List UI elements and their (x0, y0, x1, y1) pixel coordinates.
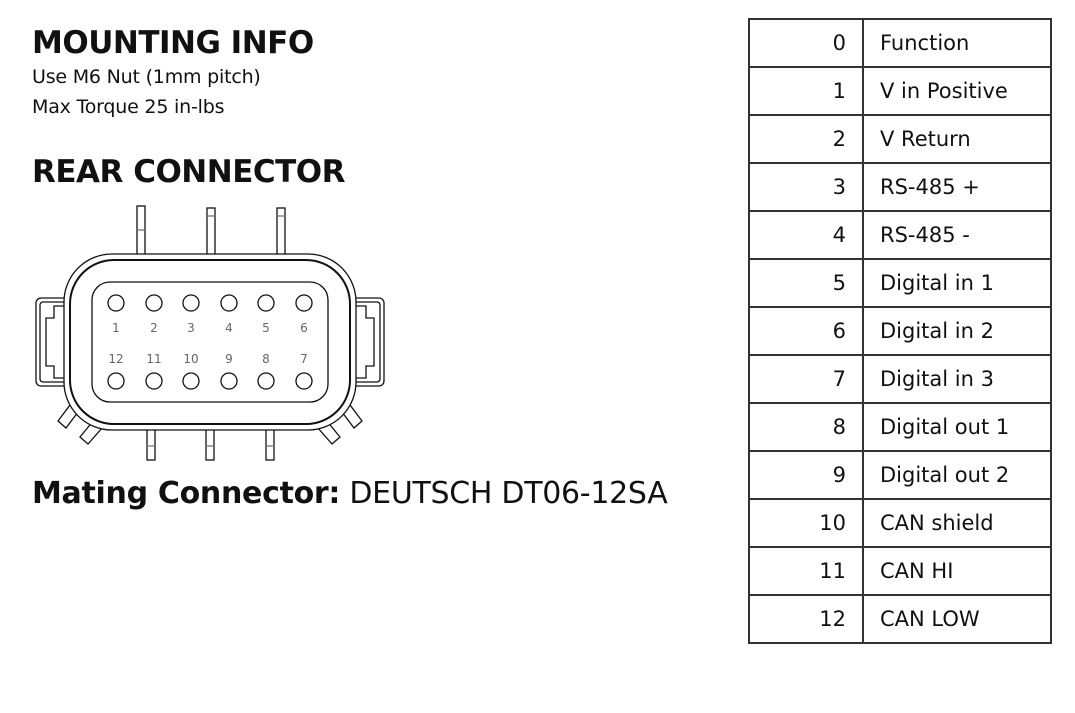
pin-row-top: 1 2 3 4 5 6 (107, 294, 313, 335)
pin-function-cell: V in Positive (862, 66, 1052, 116)
pin-socket (107, 294, 125, 312)
pin-socket (145, 372, 163, 390)
pin-label: 1 (112, 321, 120, 335)
mating-connector-line: Mating Connector: DEUTSCH DT06-12SA (32, 476, 668, 511)
pin-function-cell: CAN LOW (862, 594, 1052, 644)
pin-number-cell: 5 (748, 258, 864, 308)
pin-number-cell: 6 (748, 306, 864, 356)
pin-label: 5 (262, 321, 270, 335)
pin-function-cell: Digital in 2 (862, 306, 1052, 356)
pin-number-cell: 3 (748, 162, 864, 212)
pin-row-bottom: 12 11 10 9 8 7 (107, 352, 313, 390)
pin-socket (257, 372, 275, 390)
pin-number-cell: 4 (748, 210, 864, 260)
pin-number-cell: 7 (748, 354, 864, 404)
pin-socket (220, 294, 238, 312)
pin-function-cell: Function (862, 18, 1052, 68)
pin-function-cell: Digital out 1 (862, 402, 1052, 452)
pin-number-cell: 0 (748, 18, 864, 68)
pin-label: 11 (146, 352, 161, 366)
pin-label: 7 (300, 352, 308, 366)
pin-socket (295, 294, 313, 312)
pin-socket (182, 372, 200, 390)
pin-function-cell: CAN shield (862, 498, 1052, 548)
pin-number-cell: 11 (748, 546, 864, 596)
top-latch-tabs (136, 205, 286, 259)
mounting-info-title: MOUNTING INFO (32, 25, 314, 61)
pin-label: 2 (150, 321, 158, 335)
pin-socket (107, 372, 125, 390)
rear-connector-title: REAR CONNECTOR (32, 154, 346, 190)
pin-number-cell: 12 (748, 594, 864, 644)
pin-function-cell: CAN HI (862, 546, 1052, 596)
mating-connector-label: Mating Connector: (32, 476, 341, 511)
connector-face (91, 281, 329, 403)
pin-label: 10 (183, 352, 198, 366)
pin-label: 9 (225, 352, 233, 366)
pin-socket (182, 294, 200, 312)
pin-label: 3 (187, 321, 195, 335)
pin-function-cell: Digital in 3 (862, 354, 1052, 404)
bottom-latch-tabs (146, 427, 275, 461)
pin-function-cell: V Return (862, 114, 1052, 164)
mounting-torque-note: Max Torque 25 in-lbs (32, 96, 225, 118)
pin-number-cell: 9 (748, 450, 864, 500)
pin-socket (295, 372, 313, 390)
pin-function-cell: Digital out 2 (862, 450, 1052, 500)
pin-number-cell: 10 (748, 498, 864, 548)
pin-function-cell: Digital in 1 (862, 258, 1052, 308)
connector-shell-lip (69, 259, 351, 425)
connector-outer-shell (63, 253, 357, 431)
pin-number-cell: 8 (748, 402, 864, 452)
pin-label: 8 (262, 352, 270, 366)
mounting-nut-note: Use M6 Nut (1mm pitch) (32, 66, 261, 88)
pin-socket (257, 294, 275, 312)
pin-function-cell: RS-485 + (862, 162, 1052, 212)
pin-label: 6 (300, 321, 308, 335)
pin-socket (220, 372, 238, 390)
pin-function-cell: RS-485 - (862, 210, 1052, 260)
pin-socket (145, 294, 163, 312)
mating-connector-part: DEUTSCH DT06-12SA (349, 476, 668, 511)
pin-number-cell: 2 (748, 114, 864, 164)
pin-number-cell: 1 (748, 66, 864, 116)
pin-label: 12 (108, 352, 123, 366)
pin-label: 4 (225, 321, 233, 335)
